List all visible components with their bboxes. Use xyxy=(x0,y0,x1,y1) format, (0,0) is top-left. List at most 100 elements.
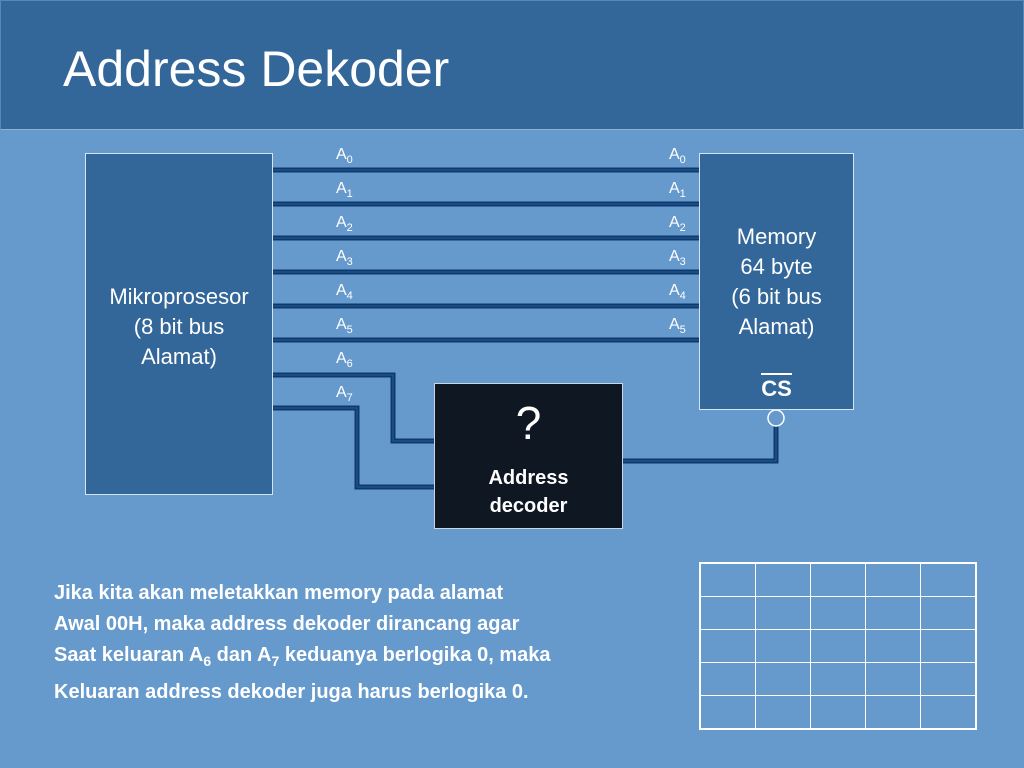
grid-cell xyxy=(920,562,977,597)
explanation-line3-part-c: keduanya berlogika 0, maka xyxy=(279,644,551,666)
microprocessor-block: Mikroprosesor (8 bit bus Alamat) xyxy=(85,153,273,495)
grid-cell xyxy=(920,596,977,630)
address-wire-a6-highlight xyxy=(273,374,434,442)
cpu-address-label-index: 0 xyxy=(346,154,353,167)
chip-select-label: CS xyxy=(700,373,853,402)
memory-address-label-a5: A5 xyxy=(669,316,686,339)
memory-address-label-a1: A1 xyxy=(669,180,686,203)
decoder-output-wire-highlight xyxy=(623,426,777,462)
grid-cell xyxy=(810,695,866,730)
cpu-address-label-a3: A3 xyxy=(336,248,353,271)
decoder-output-wire xyxy=(623,426,779,464)
grid-cell xyxy=(865,629,921,663)
title-bar: Address Dekoder xyxy=(0,0,1024,130)
cpu-address-label-letter: A xyxy=(336,214,347,231)
cpu-address-label-a1: A1 xyxy=(336,180,353,203)
cpu-address-label-index: 5 xyxy=(346,324,353,337)
memory-address-label-index: 2 xyxy=(679,222,686,235)
grid-cell xyxy=(699,629,756,663)
memory-address-label-letter: A xyxy=(669,180,680,197)
grid-cell xyxy=(755,695,811,730)
memory-address-label-index: 1 xyxy=(679,188,686,201)
cpu-address-label-letter: A xyxy=(336,384,347,401)
grid-cell xyxy=(699,695,756,730)
cpu-address-label-index: 1 xyxy=(346,188,353,201)
explanation-line2: Awal 00H, maka address dekoder dirancang… xyxy=(54,613,520,635)
cpu-address-label-a5: A5 xyxy=(336,316,353,339)
cpu-address-label-letter: A xyxy=(336,180,347,197)
memory-address-label-index: 0 xyxy=(679,154,686,167)
grid-row xyxy=(699,596,977,630)
grid-cell xyxy=(865,562,921,597)
explanation-line1: Jika kita akan meletakkan memory pada al… xyxy=(54,582,504,604)
grid-cell xyxy=(920,695,977,730)
explanation-text: Jika kita akan meletakkan memory pada al… xyxy=(54,578,694,708)
microprocessor-label-line1: Mikroprosesor xyxy=(109,284,249,309)
memory-address-label-a2: A2 xyxy=(669,214,686,237)
memory-label-line1: Memory xyxy=(736,224,817,249)
grid-cell xyxy=(920,629,977,663)
grid-cell xyxy=(810,662,866,696)
memory-label-line2: 64 byte xyxy=(740,254,813,279)
grid-cell xyxy=(920,662,977,696)
cpu-address-label-letter: A xyxy=(336,316,347,333)
memory-label-line4: Alamat) xyxy=(738,314,815,339)
cpu-address-label-index: 2 xyxy=(346,222,353,235)
decoder-label-line1: Address xyxy=(488,467,569,489)
explanation-line3-sub-a7: 7 xyxy=(271,653,280,669)
slide-title: Address Dekoder xyxy=(63,41,450,97)
cpu-address-label-index: 4 xyxy=(346,290,353,303)
memory-address-label-letter: A xyxy=(669,282,680,299)
cpu-address-label-a4: A4 xyxy=(336,282,353,305)
cpu-address-label-letter: A xyxy=(336,350,347,367)
memory-block: Memory 64 byte (6 bit bus Alamat) CS xyxy=(699,153,854,410)
microprocessor-label-line3: Alamat) xyxy=(141,344,217,369)
grid-cell xyxy=(810,596,866,630)
memory-address-label-index: 4 xyxy=(679,290,686,303)
memory-address-label-a3: A3 xyxy=(669,248,686,271)
explanation-line3-part-a: Saat keluaran A xyxy=(54,644,204,666)
cpu-address-label-index: 3 xyxy=(346,256,353,269)
grid-cell xyxy=(699,562,756,597)
memory-address-label-letter: A xyxy=(669,214,680,231)
cpu-address-label-letter: A xyxy=(336,282,347,299)
cpu-address-label-a0: A0 xyxy=(336,146,353,169)
decoder-label-line2: decoder xyxy=(489,495,568,517)
grid-row xyxy=(699,629,977,663)
explanation-line3-sub-a6: 6 xyxy=(203,653,212,669)
grid-row xyxy=(699,695,977,730)
grid-row xyxy=(699,562,977,597)
memory-address-label-letter: A xyxy=(669,146,680,163)
explanation-line3-part-b: dan A xyxy=(211,644,272,666)
address-wire-a7-highlight xyxy=(273,407,434,488)
grid-cell xyxy=(865,695,921,730)
grid-row xyxy=(699,662,977,696)
grid-cell xyxy=(755,662,811,696)
memory-map-grid xyxy=(699,562,977,730)
memory-address-label-a0: A0 xyxy=(669,146,686,169)
address-decoder-block: ? Address decoder xyxy=(434,383,623,529)
cpu-address-label-index: 7 xyxy=(346,392,353,405)
explanation-line3: Saat keluaran A6 dan A7 keduanya berlogi… xyxy=(54,640,694,677)
grid-cell xyxy=(755,629,811,663)
memory-address-label-index: 5 xyxy=(679,324,686,337)
cpu-address-label-letter: A xyxy=(336,146,347,163)
memory-address-label-index: 3 xyxy=(679,256,686,269)
grid-cell xyxy=(699,662,756,696)
address-wire-a7 xyxy=(273,405,434,490)
grid-cell xyxy=(699,596,756,630)
memory-address-label-letter: A xyxy=(669,316,680,333)
memory-address-label-letter: A xyxy=(669,248,680,265)
grid-cell xyxy=(810,562,866,597)
cpu-address-label-a2: A2 xyxy=(336,214,353,237)
grid-cell xyxy=(810,629,866,663)
cpu-address-label-index: 6 xyxy=(346,358,353,371)
cpu-address-label-a6: A6 xyxy=(336,350,353,373)
cpu-address-label-a7: A7 xyxy=(336,384,353,407)
cs-input-pin xyxy=(767,409,785,427)
memory-label-line3: (6 bit bus xyxy=(731,284,822,309)
grid-cell xyxy=(865,662,921,696)
microprocessor-label-line2: (8 bit bus xyxy=(133,314,225,339)
grid-cell xyxy=(755,562,811,597)
